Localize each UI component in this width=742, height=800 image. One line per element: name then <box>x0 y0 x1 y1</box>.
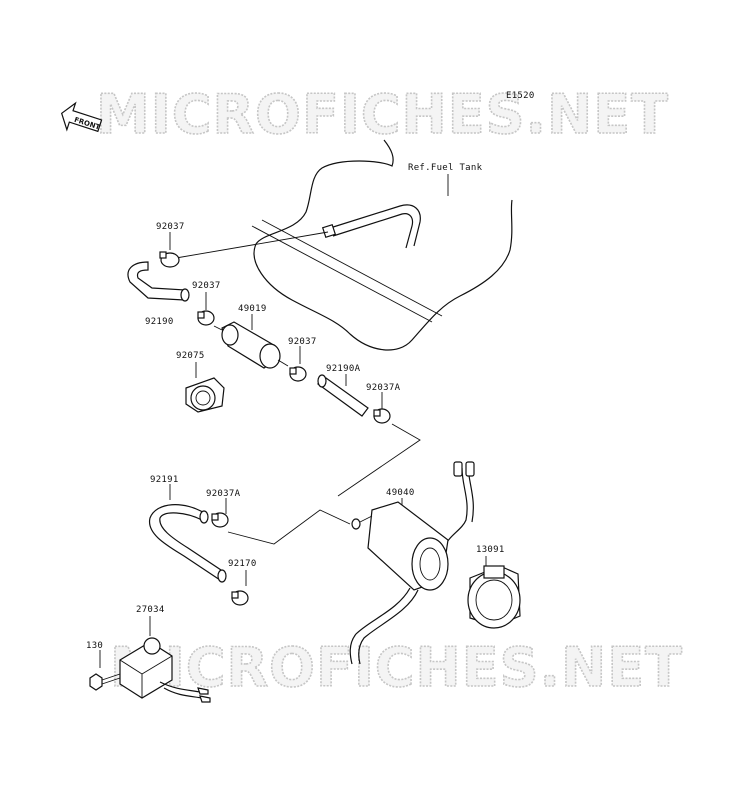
diagram-code: E1520 <box>506 91 535 101</box>
hose-92190 <box>127 261 190 302</box>
watermark-top: MICROFICHES.NET <box>96 83 669 146</box>
label-bolt: 130 <box>86 641 103 651</box>
fuel-tank-outline <box>251 139 513 351</box>
ref-label: Ref.Fuel Tank <box>408 163 483 173</box>
label-clamp-filter-out: 92037 <box>288 337 317 347</box>
label-relay: 27034 <box>136 605 165 615</box>
label-hose-92190: 92190 <box>145 317 174 327</box>
label-clamp-92170: 92170 <box>228 559 257 569</box>
fuel-filter-49019 <box>213 321 289 369</box>
clamp-92170 <box>231 590 249 606</box>
label-damper: 13091 <box>476 545 505 555</box>
fuel-pump-49040 <box>349 461 475 665</box>
watermark-bottom: MICROFICHES.NET <box>110 636 683 699</box>
relay-27034 <box>119 637 211 703</box>
hose-92191 <box>149 504 227 583</box>
label-fuel-pump: 49040 <box>386 488 415 498</box>
label-clamp-a-upper: 92037A <box>366 383 401 393</box>
clamp-92037-filter-out <box>289 366 307 382</box>
label-hose-92190A: 92190A <box>326 364 361 374</box>
holder-92075 <box>185 377 225 413</box>
clamp-92037-upper <box>159 251 180 268</box>
label-fuel-filter: 49019 <box>238 304 267 314</box>
damper-13091 <box>467 565 521 629</box>
label-holder: 92075 <box>176 351 205 361</box>
label-clamp-filter-in: 92037 <box>192 281 221 291</box>
label-clamp-upper: 92037 <box>156 222 185 232</box>
hose-92190A <box>316 374 369 417</box>
clamp-92037-filter-in <box>197 310 215 326</box>
label-clamp-a-lower: 92037A <box>206 489 241 499</box>
clamp-92037A-lower <box>211 512 229 528</box>
clamp-92037A-upper <box>373 408 391 424</box>
bolt-130 <box>89 673 121 691</box>
label-hose-92191: 92191 <box>150 475 179 485</box>
